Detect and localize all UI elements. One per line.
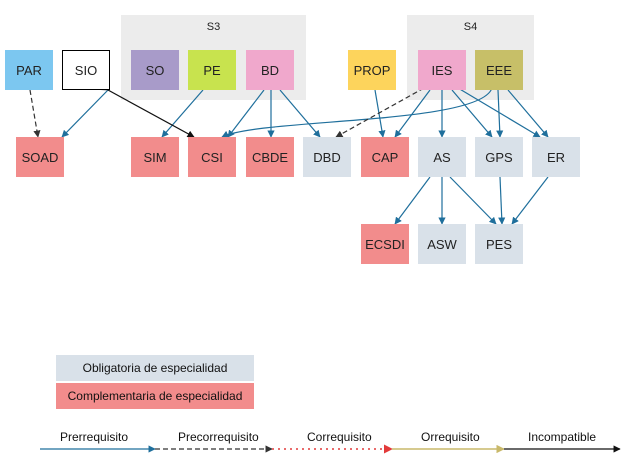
edge-ies-gps (451, 89, 493, 138)
legend-complementary: Complementaria de especialidad (56, 383, 254, 409)
edge-ies-cap (394, 89, 431, 138)
node-par: PAR (5, 50, 53, 90)
legend-label-precorequisite: Precorrequisito (176, 430, 261, 444)
node-prop: PROP (348, 50, 396, 90)
node-sim: SIM (131, 137, 179, 177)
node-cbde: CBDE (246, 137, 294, 177)
group-s4-label: S4 (463, 21, 478, 33)
node-bd: BD (246, 50, 294, 90)
edge-as-ecsdi (394, 176, 431, 225)
node-ies: IES (418, 50, 466, 90)
node-csi: CSI (188, 137, 236, 177)
node-asw: ASW (418, 224, 466, 264)
node-dbd: DBD (303, 137, 351, 177)
edge-eee-gps (496, 89, 504, 138)
legend-label-prerequisite: Prerrequisito (58, 430, 131, 444)
legend-label-incompatible: Incompatible (526, 430, 599, 444)
edge-ies-dbd (335, 87, 425, 138)
edge-eee-csi (221, 87, 493, 138)
edge-er-pes (511, 176, 549, 225)
edge-sio-soad (61, 89, 109, 138)
node-cap: CAP (361, 137, 409, 177)
legend-mandatory: Obligatoria de especialidad (56, 355, 254, 381)
node-as: AS (418, 137, 466, 177)
node-pe: PE (188, 50, 236, 90)
edge-bd-dbd (279, 89, 321, 138)
group-s3-label: S3 (206, 21, 221, 33)
node-ecsdi: ECSDI (361, 224, 409, 264)
edge-sio-csi (100, 83, 195, 138)
edge-as-pes (449, 176, 497, 225)
node-sio: SIO (62, 50, 110, 90)
legend-label-corequisite: Correquisito (305, 430, 374, 444)
edge-gps-pes (498, 176, 506, 225)
edge-eee-er (507, 89, 549, 138)
node-gps: GPS (475, 137, 523, 177)
node-so: SO (131, 50, 179, 90)
edge-bd-csi (227, 89, 265, 138)
node-soad: SOAD (16, 137, 64, 177)
edge-pe-sim (161, 89, 204, 138)
legend-label-orrequisite: Orrequisito (419, 430, 482, 444)
node-er: ER (532, 137, 580, 177)
node-pes: PES (475, 224, 523, 264)
node-eee: EEE (475, 50, 523, 90)
edge-par-soad (29, 89, 41, 138)
